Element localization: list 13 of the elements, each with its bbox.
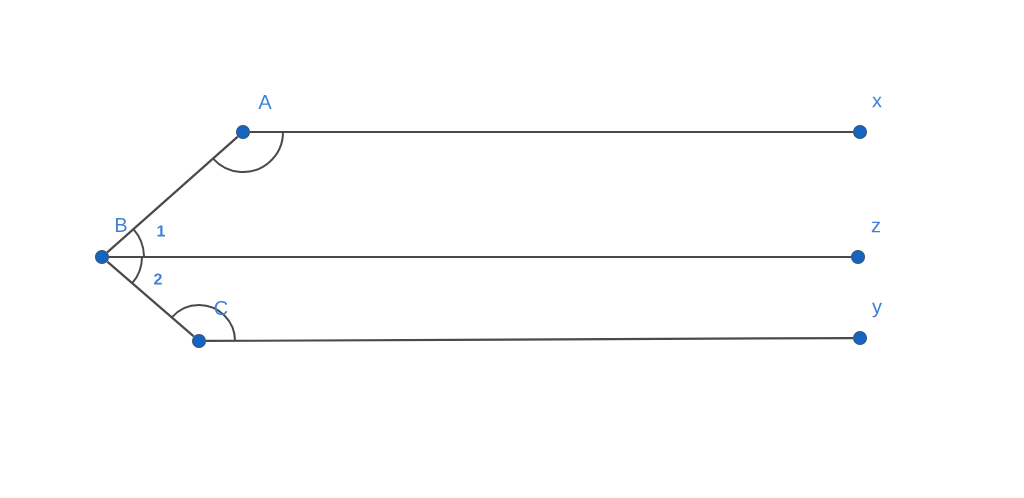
angle-number: 1	[157, 225, 165, 237]
line-segment	[206, 336, 853, 343]
point-label: z	[871, 221, 880, 233]
point-label: C	[214, 300, 228, 316]
line-segment	[106, 135, 239, 254]
line-segment	[250, 130, 853, 134]
point-label: x	[872, 96, 882, 108]
point-label: B	[116, 218, 127, 232]
line-segment	[109, 255, 851, 259]
angle-number: 2	[154, 273, 162, 285]
point-label: A	[258, 95, 272, 109]
line-segment	[106, 260, 195, 338]
point-label: y	[872, 302, 882, 318]
